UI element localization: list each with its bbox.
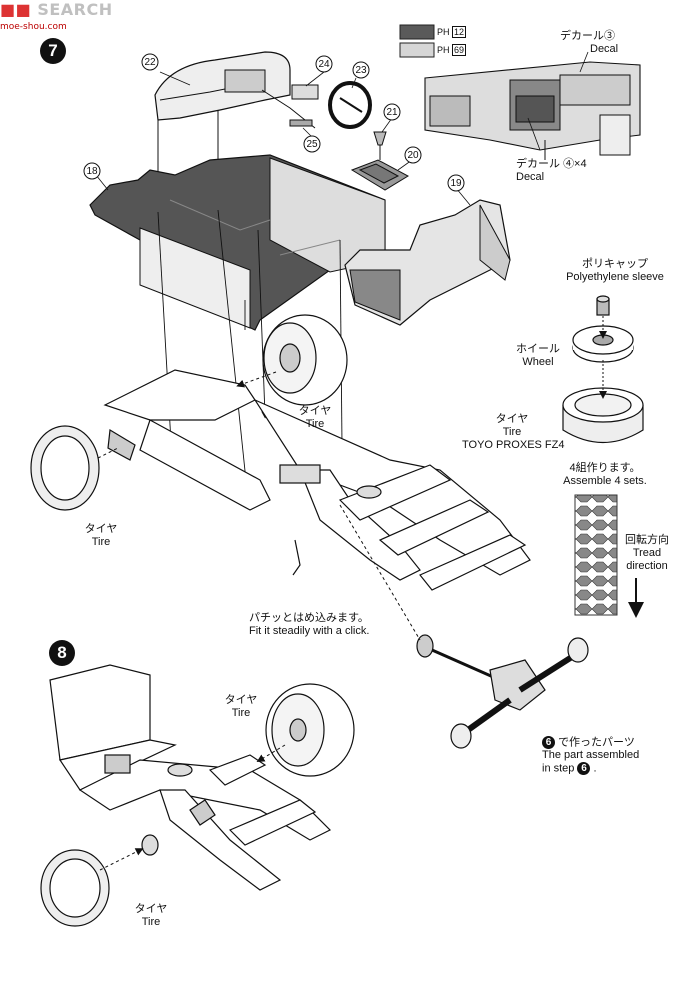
part-22-label: 22 [144,57,156,68]
part-23-circle [352,61,370,79]
color-code-dark-value: 12 [452,26,467,38]
tire8-bottom-label: タイヤ Tire [128,903,174,929]
click-en: Fit it steadily with a click. [249,625,370,637]
color-code-light: PH 69 [437,44,467,57]
decal-top-en: Decal [590,43,619,55]
color-code-dark: PH 12 [437,26,467,39]
tire-right-jp: タイヤ [495,413,529,425]
color-code-light-prefix: PH [437,45,450,55]
part-24-label: 24 [318,59,330,70]
step6-inline-badge: 6 [542,736,555,749]
part-21-circle [383,103,401,121]
rear-wheel-8 [265,683,355,777]
step-8-badge: 8 [49,640,75,666]
decal-bottom-jp: デカール [516,158,560,170]
step6-jp: で作ったパーツ [558,736,635,749]
part-21-label: 21 [386,107,398,118]
part-18-label: 18 [86,166,98,177]
wheel-stack [562,295,644,444]
decal-bottom-label: デカール ④×4 Decal [516,158,587,184]
color-swatch-light [399,42,435,58]
part-25-circle [303,135,321,153]
click-jp: パチッとはめ込みます。 [249,612,369,624]
poly-cap-en: Polyethylene sleeve [566,271,664,283]
watermark-site: moe-shou.com [0,22,67,32]
rear-wheel-7 [262,314,348,406]
tire-right-brand: TOYO PROXES FZ4 [462,439,565,451]
seat-part [344,199,511,326]
part-19-circle [447,174,465,192]
step6-part-note: 6 で作ったパーツ The part assembled in step 6 . [542,736,640,776]
rear-axle-part [416,634,589,749]
part-24-circle [315,55,333,73]
tire8-bottom-jp: タイヤ [134,903,168,915]
chassis-frame-7 [103,369,531,591]
decal-top-num: ③ [604,30,615,42]
decal-bottom-num: ④×4 [563,158,587,170]
tread-en2: direction [626,560,668,572]
console-part [350,159,410,191]
color-code-dark-prefix: PH [437,27,450,37]
tire-right-label: タイヤ Tire TOYO PROXES FZ4 [462,413,565,452]
tire-left7-label: タイヤ Tire [78,523,124,549]
part-20-circle [404,146,422,164]
color-legend [399,24,435,58]
tire8-top-en: Tire [231,707,251,719]
poly-cap-label: ポリキャップ Polyethylene sleeve [560,258,670,284]
tire-left7-en: Tire [91,536,111,548]
assemble-en: Assemble 4 sets. [563,475,647,487]
wheel-label: ホイール Wheel [508,343,568,369]
decal-top-label: デカール③ Decal [560,30,618,56]
step6-inline-badge-2: 6 [577,762,591,776]
decal-top-jp: デカール [560,30,604,42]
tread-pattern [574,494,618,616]
interior-tub-part [89,154,386,331]
tire-mid-jp: タイヤ [298,405,332,417]
tread-jp: 回転方向 [625,534,669,546]
color-code-light-value: 69 [452,44,467,56]
tire-left7-jp: タイヤ [84,523,118,535]
wheel-en: Wheel [522,356,554,368]
color-swatch-dark [399,24,435,40]
tire8-bottom-en: Tire [141,916,161,928]
tire-mid-label: タイヤ Tire [292,405,338,431]
watermark-logo-mark: ■■ [0,0,32,19]
assemble-label: 4組作ります。 Assemble 4 sets. [560,462,650,488]
poly-cap-jp: ポリキャップ [582,258,648,270]
tread-en1: Tread [632,547,662,559]
front-wheel-8 [40,834,159,927]
tread-direction-label: 回転方向 Tread direction [620,534,674,573]
tire8-top-jp: タイヤ [224,694,258,706]
step6-en1: The part assembled [542,749,640,762]
part-19-label: 19 [450,178,462,189]
tire8-top-label: タイヤ Tire [218,694,264,720]
watermark-logo: ■■ SEARCH [0,0,113,19]
part-number-callouts [83,53,465,192]
part-20-label: 20 [407,150,419,161]
front-wheel-7 [30,425,136,511]
step-7-badge: 7 [40,38,66,64]
dashboard-decal-illustration [424,61,641,160]
step6-en2: in step [542,762,575,775]
part-23-label: 23 [355,65,367,76]
steering-part [261,81,372,129]
wheel-jp: ホイール [516,343,560,355]
tire-mid-en: Tire [305,418,325,430]
part-18-circle [83,162,101,180]
part-22-circle [141,53,159,71]
watermark-text: SEARCH [37,0,113,19]
tire-right-en: Tire [502,426,522,438]
assemble-jp: 4組作ります。 [569,462,641,474]
decal-bottom-en: Decal [516,171,545,183]
shifter-part [373,131,387,160]
chassis-frame-8 [49,664,332,891]
click-fit-note: パチッとはめ込みます。 Fit it steadily with a click… [249,612,369,638]
part-25-label: 25 [306,139,318,150]
